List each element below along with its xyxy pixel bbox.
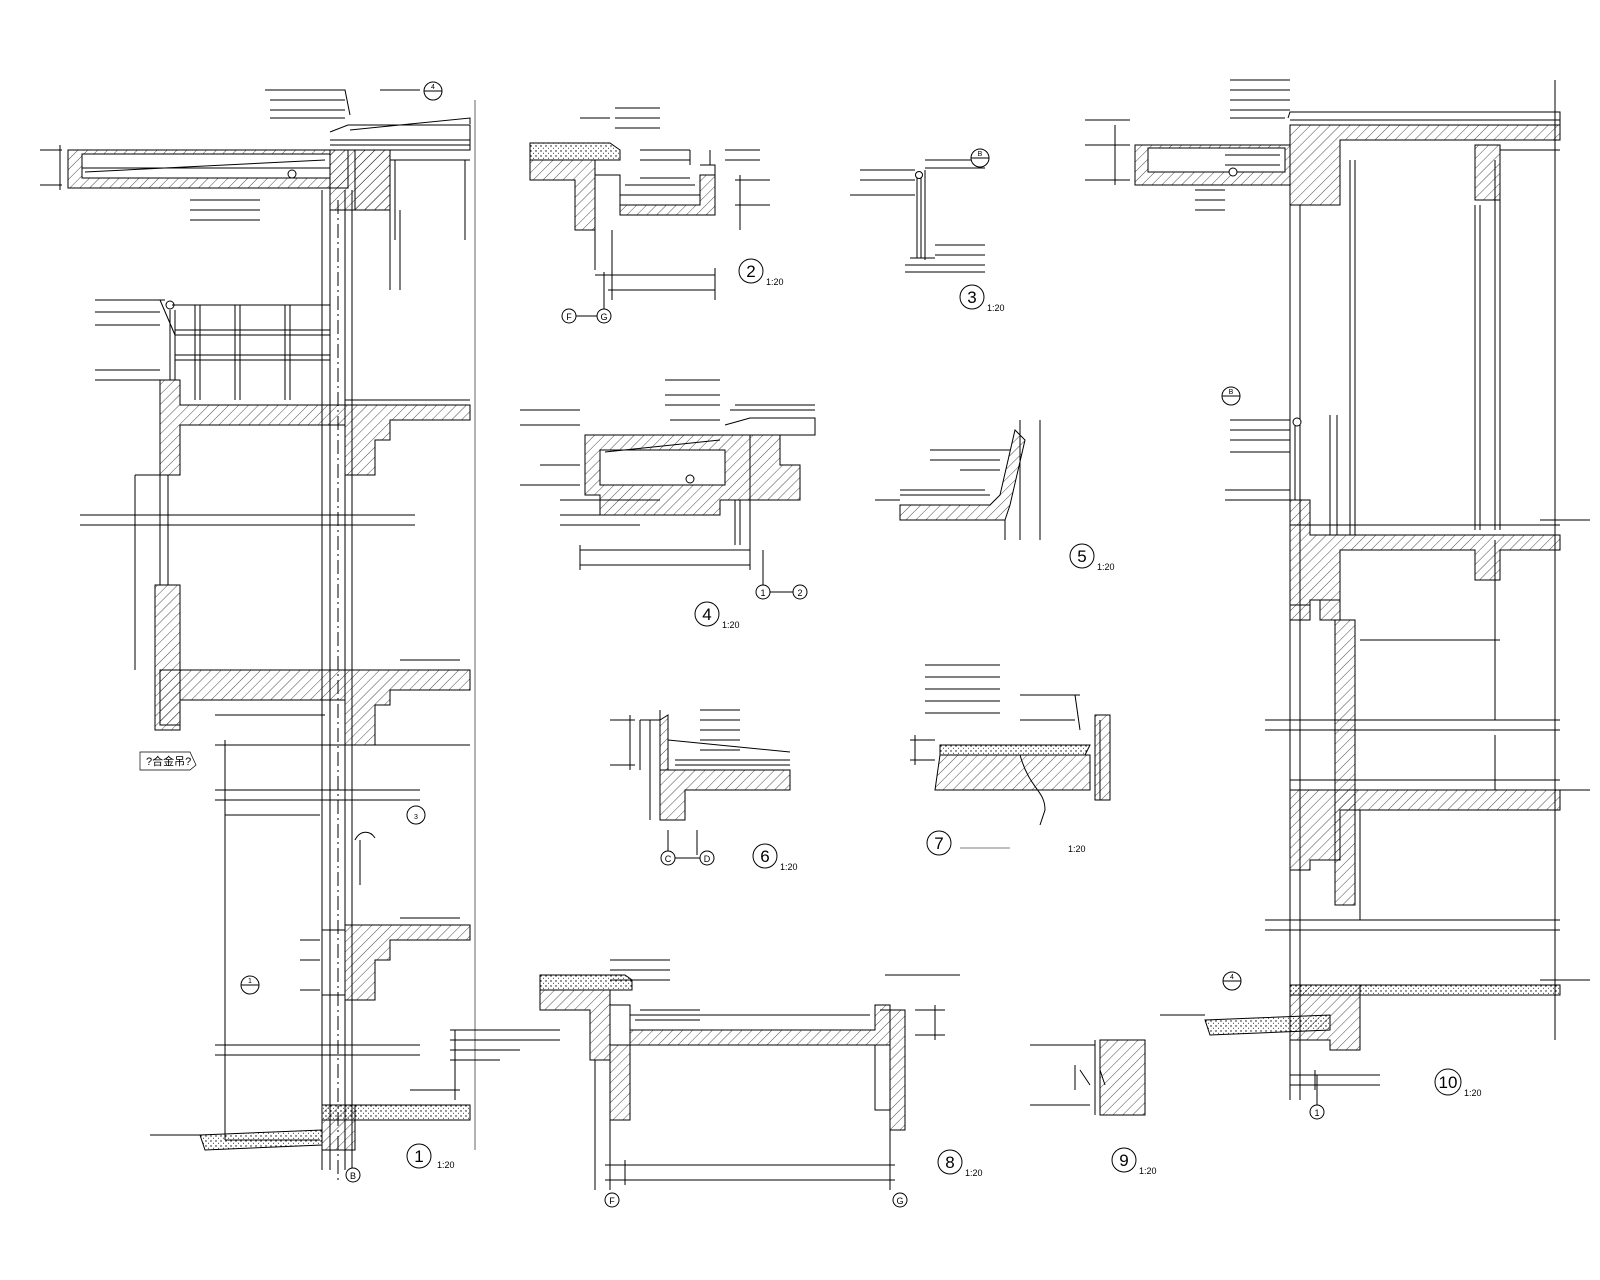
detail-6-axis-a: C <box>665 854 672 864</box>
alloy-note: ?合金吊? <box>146 754 191 768</box>
detail-6-number: 6 <box>760 847 769 866</box>
detail-5-scale: 1:20 <box>1097 562 1115 572</box>
detail-9-marker <box>1111 1147 1137 1173</box>
detail-1-railing <box>95 299 330 400</box>
detail-7-marker <box>926 830 952 856</box>
detail-4-labels: 1 2 4 1:20 <box>694 584 808 630</box>
detail-3-marker <box>959 284 985 310</box>
detail-2-axis-b: G <box>600 312 607 322</box>
detail-10-top-gutter <box>1134 111 1561 206</box>
detail-4-marker <box>694 601 720 627</box>
detail-3 <box>850 159 985 273</box>
detail-8-labels: F G 8 1:20 <box>604 1149 983 1208</box>
detail-10-slab-lower <box>1265 779 1561 931</box>
detail-3-number: 3 <box>967 288 976 307</box>
detail-3-ref-label: B <box>978 151 983 158</box>
detail-8-marker <box>937 1149 963 1175</box>
detail-7 <box>910 664 1111 826</box>
detail-1-top-callout-label: 4 <box>431 84 435 91</box>
detail-6-marker <box>752 843 778 869</box>
detail-8-axis-a: F <box>609 1196 615 1206</box>
detail-4-axis-b: 2 <box>797 588 802 598</box>
detail-9-scale: 1:20 <box>1139 1166 1157 1176</box>
detail-10-top-notes <box>1085 79 1290 211</box>
detail-7-number: 7 <box>934 834 943 853</box>
detail-10-axis-bubble <box>1309 1104 1325 1120</box>
detail-7-labels: 7 1:20 <box>926 830 1086 856</box>
detail-1-labels: 4 3 1 ?合金吊? B 1 1:20 <box>139 81 455 1183</box>
detail-10-labels: 4 B 1 10 1:20 <box>1221 386 1482 1120</box>
detail-2-number: 2 <box>746 262 755 281</box>
detail-5 <box>875 420 1041 540</box>
detail-10-marker <box>1434 1068 1462 1096</box>
detail-6 <box>610 709 791 855</box>
detail-10-number: 10 <box>1439 1073 1458 1092</box>
detail-1-scale: 1:20 <box>437 1160 455 1170</box>
detail-4-axis-b-bubble <box>792 584 808 600</box>
detail-2-scale: 1:20 <box>766 277 784 287</box>
detail-10-mid-label: B <box>1229 389 1234 396</box>
detail-7-scale: 1:20 <box>1068 844 1086 854</box>
detail-1-ground <box>150 1029 560 1151</box>
detail-2-marker <box>738 258 764 284</box>
detail-8 <box>539 959 960 1190</box>
detail-10 <box>1085 79 1590 1105</box>
detail-10-ground <box>1160 519 1590 1105</box>
detail-1-mid-callout-label: 3 <box>414 814 418 821</box>
detail-1 <box>40 89 560 1180</box>
detail-1-slab-middle <box>159 659 471 1141</box>
detail-10-railing <box>1225 415 1338 535</box>
detail-4-number: 4 <box>702 605 711 624</box>
detail-5-labels: 5 1:20 <box>1069 543 1115 572</box>
detail-6-axis-b-bubble <box>699 850 715 866</box>
detail-6-axis-b: D <box>704 854 711 864</box>
detail-5-number: 5 <box>1077 547 1086 566</box>
detail-5-marker <box>1069 543 1095 569</box>
detail-1-number: 1 <box>414 1147 423 1166</box>
detail-3-labels: B 3 1:20 <box>959 148 1005 313</box>
detail-10-axis-label: 1 <box>1314 1108 1319 1118</box>
detail-1-marker <box>406 1143 432 1169</box>
detail-6-scale: 1:20 <box>780 862 798 872</box>
detail-1-top-gutter <box>40 89 471 240</box>
detail-1-axis-label: B <box>350 1171 356 1181</box>
detail-2-axis-a: F <box>566 312 572 322</box>
detail-1-slab-lower <box>215 831 471 1056</box>
detail-10-walls <box>1289 80 1556 1100</box>
detail-4 <box>520 379 816 585</box>
detail-1-axis-bubble <box>345 1167 361 1183</box>
detail-9 <box>1030 1039 1146 1116</box>
detail-10-scale: 1:20 <box>1464 1088 1482 1098</box>
detail-3-scale: 1:20 <box>987 303 1005 313</box>
detail-8-axis-a-bubble <box>604 1192 620 1208</box>
detail-9-number: 9 <box>1119 1151 1128 1170</box>
detail-8-scale: 1:20 <box>965 1168 983 1178</box>
detail-4-axis-a: 1 <box>760 588 765 598</box>
detail-2 <box>529 107 770 315</box>
detail-6-labels: C D 6 1:20 <box>660 843 798 872</box>
detail-1-mid-callout <box>406 805 426 825</box>
detail-2-axis-b-bubble <box>596 308 612 324</box>
detail-9-labels: 9 1:20 <box>1111 1147 1157 1176</box>
detail-8-axis-b-bubble <box>892 1192 908 1208</box>
detail-10-ref-label: 4 <box>1230 974 1234 981</box>
detail-8-number: 8 <box>945 1153 954 1172</box>
detail-8-axis-b: G <box>896 1196 903 1206</box>
detail-2-labels: F G 2 1:20 <box>561 258 784 324</box>
detail-4-scale: 1:20 <box>722 620 740 630</box>
detail-1-low-callout-label: 1 <box>248 978 252 985</box>
